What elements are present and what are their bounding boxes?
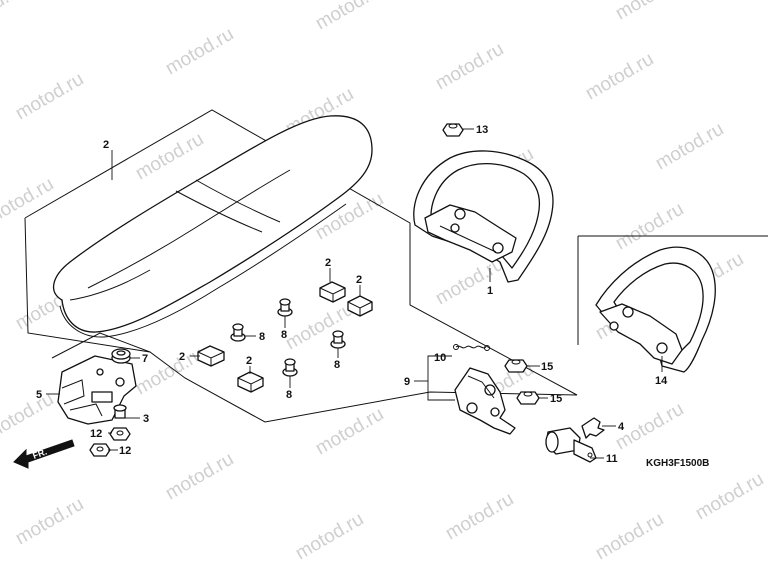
watermark: motod.ru (132, 129, 207, 185)
front-marker: FR. (31, 447, 48, 461)
part-label-2: 2 (325, 257, 331, 269)
part-label-15: 15 (550, 393, 562, 405)
part-label-3: 3 (143, 413, 149, 425)
cushion (319, 281, 346, 303)
grommet (277, 298, 293, 317)
part-label-14: 14 (655, 375, 668, 387)
part-label-1: 1 (487, 285, 493, 297)
spring (453, 344, 490, 351)
nut (109, 427, 131, 441)
grommet (282, 358, 298, 377)
watermark: motod.ru (582, 49, 657, 105)
part-label-9: 9 (404, 376, 410, 388)
watermark: motod.ru (692, 469, 767, 525)
part-label-8: 8 (286, 389, 292, 401)
watermark: motod.ru (0, 0, 27, 34)
front-direction-arrow: FR. (13, 439, 75, 469)
part-label-8: 8 (334, 359, 340, 371)
watermark: motod.ru (312, 0, 387, 34)
part-label-11: 11 (606, 453, 618, 465)
part-label-15: 15 (541, 361, 553, 373)
grommet (230, 323, 246, 342)
cushion (347, 295, 373, 317)
part-labels: 2 2 2 2 2 8 8 8 8 7 5 3 12 12 13 1 10 9 … (36, 124, 668, 465)
flange-nut (504, 359, 528, 373)
part-label-8: 8 (259, 331, 265, 343)
part-label-7: 7 (142, 353, 148, 365)
watermark: motod.ru (292, 509, 367, 565)
watermark: motod.ru (282, 299, 357, 355)
bolt (113, 404, 127, 419)
nut (442, 123, 464, 137)
part-label-13: 13 (476, 124, 488, 136)
watermark: motod.ru (612, 0, 687, 24)
part-label-4: 4 (618, 421, 625, 433)
watermark: motod.ru (442, 489, 517, 545)
watermark: motod.ru (652, 119, 727, 175)
grab-rail (413, 150, 554, 283)
watermark: motod.ru (432, 39, 507, 95)
part-label-6: 2 (103, 139, 109, 151)
nut (89, 443, 111, 457)
cushion (197, 345, 225, 367)
part-label-8: 8 (281, 329, 287, 341)
watermark: motod.ru (432, 254, 507, 310)
watermark: motod.ru (0, 174, 57, 230)
part-label-2: 2 (356, 274, 362, 286)
grommet (111, 348, 131, 364)
leader-lines (46, 128, 663, 459)
grommet (330, 330, 346, 349)
part-label-12: 12 (90, 428, 102, 440)
latch-group-outline (51, 332, 151, 359)
watermark: motod.ru (0, 389, 57, 445)
seat (52, 115, 373, 338)
watermark: motod.ru (132, 344, 207, 400)
watermark: motod.ru (12, 69, 87, 125)
part-label-10: 10 (434, 352, 446, 364)
flange-nut (516, 391, 540, 405)
watermark: motod.ru (592, 509, 667, 565)
part-label-12: 12 (119, 445, 131, 457)
diagram-code: KGH3F1500B (646, 458, 709, 469)
clip (581, 417, 605, 439)
watermark: motod.ru (612, 199, 687, 255)
cushion (237, 371, 264, 393)
latch-bracket (454, 367, 516, 435)
watermark: motod.ru (12, 494, 87, 550)
grab-rail-alternative (595, 246, 716, 373)
part-label-2: 2 (246, 355, 252, 367)
watermark: motod.ru (162, 449, 237, 505)
watermark: motod.ru (162, 24, 237, 80)
part-label-2: 2 (179, 351, 185, 363)
key-cylinder (545, 427, 597, 463)
part-label-5: 5 (36, 389, 42, 401)
watermark: motod.ru (312, 404, 387, 460)
